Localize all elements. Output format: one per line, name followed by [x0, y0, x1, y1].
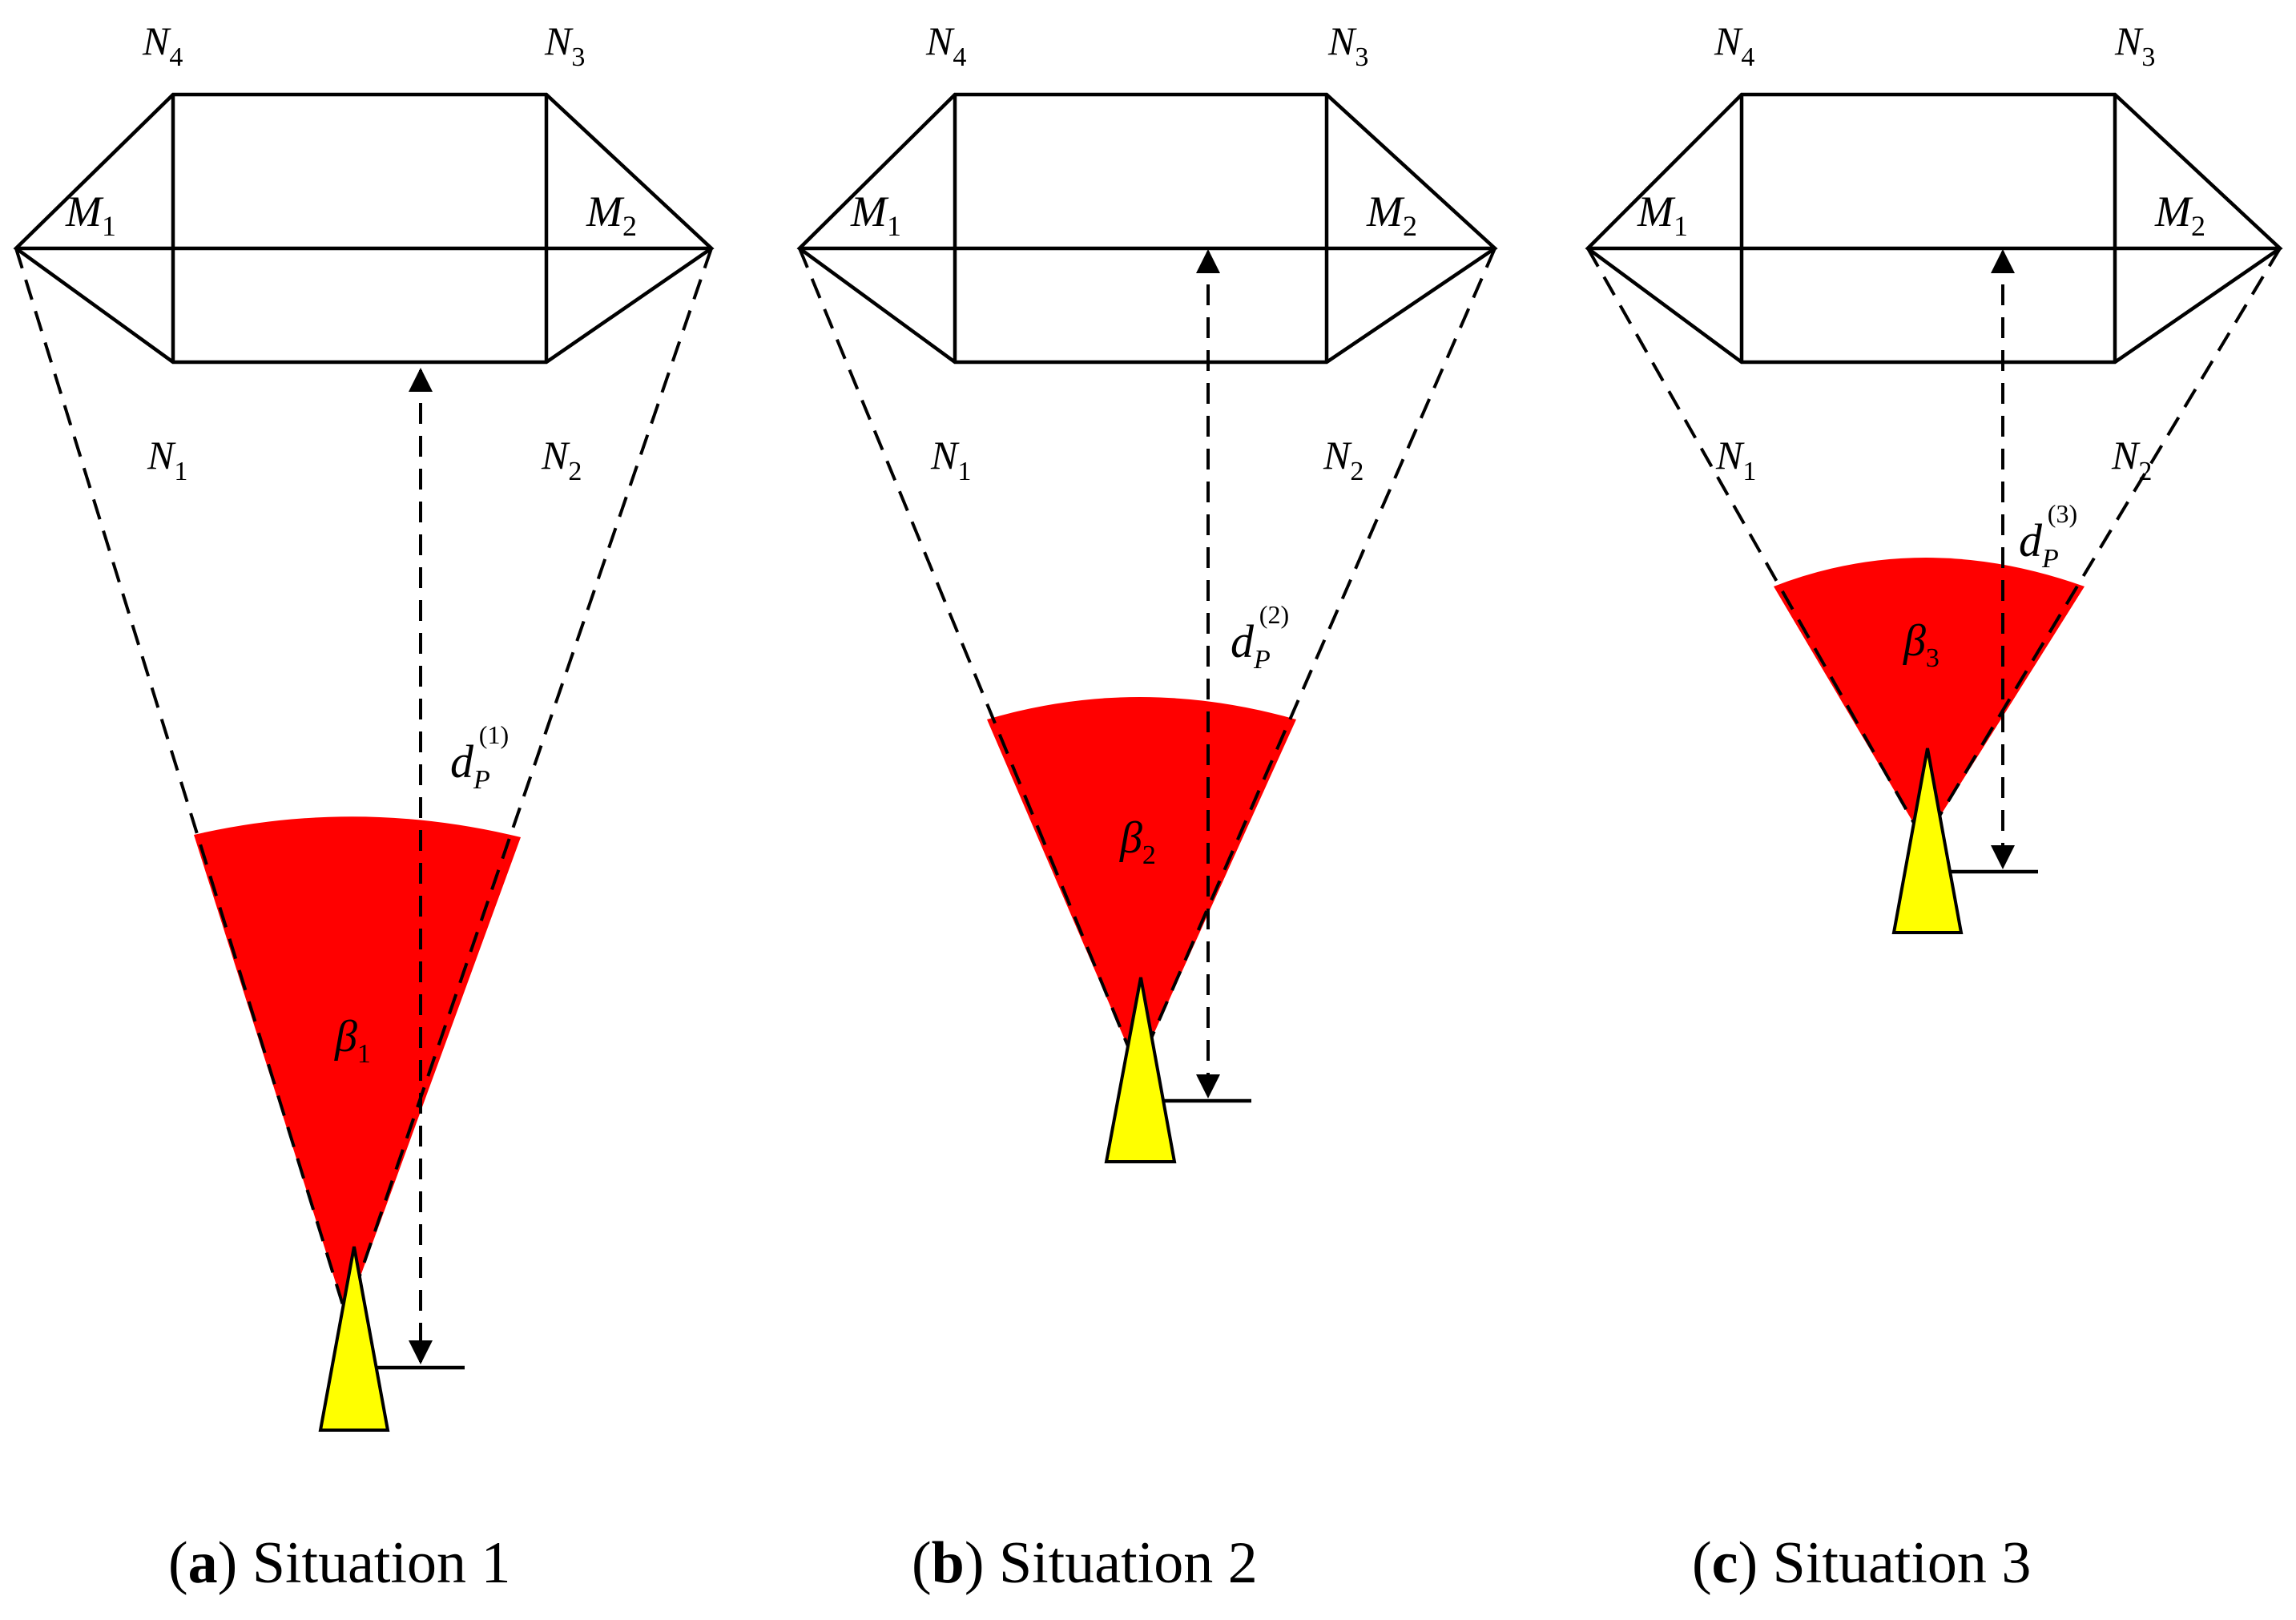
angle-label: β1 — [334, 1012, 371, 1069]
label-n2: N2 — [1323, 433, 1364, 486]
distance-label: dP(1) — [450, 720, 509, 795]
panel-c: N4 N3 M1 M2 N1 N2 β3 dP(3) (c) Situation… — [1585, 18, 2283, 1596]
distance-label: dP(2) — [1231, 600, 1289, 675]
distance-label: dP(3) — [2019, 499, 2077, 574]
caption: (a) Situation 1 — [168, 1530, 511, 1596]
label-m1: M1 — [65, 187, 116, 242]
label-n2: N2 — [541, 433, 582, 486]
ship-icon — [318, 1246, 390, 1432]
panel-a: N4 N3 M1 M2 N1 N2 β1 dP(1) (a) Situation… — [13, 18, 715, 1596]
label-m2: M2 — [586, 187, 637, 242]
label-m1: M1 — [1637, 187, 1688, 242]
angle-label: β3 — [1903, 616, 1940, 673]
label-n2: N2 — [2111, 433, 2152, 486]
tangent-line-left — [14, 248, 348, 1316]
tangent-line-left — [1586, 248, 1926, 842]
label-n4: N4 — [142, 18, 183, 72]
label-n3: N3 — [544, 18, 585, 72]
tangent-line-right — [1136, 248, 1496, 1070]
caption: (b) Situation 2 — [912, 1530, 1258, 1596]
tangent-line-right — [344, 248, 713, 1316]
label-n1: N1 — [147, 433, 187, 486]
caption: (c) Situation 3 — [1692, 1530, 2031, 1596]
label-n4: N4 — [925, 18, 966, 72]
ship-icon — [1891, 748, 1964, 934]
angle-label: β2 — [1119, 813, 1156, 870]
label-m2: M2 — [1366, 187, 1417, 242]
label-m2: M2 — [2154, 187, 2205, 242]
tangent-line-left — [798, 248, 1139, 1070]
ship-icon — [1104, 977, 1177, 1163]
label-n1: N1 — [1715, 433, 1756, 486]
detection-sector-arc — [194, 816, 521, 1316]
label-m1: M1 — [850, 187, 901, 242]
label-n1: N1 — [930, 433, 971, 486]
label-n3: N3 — [2114, 18, 2155, 72]
panel-b: N4 N3 M1 M2 N1 N2 β2 dP(2) (b) Situation… — [796, 18, 1498, 1596]
tangent-line-right — [1923, 247, 2282, 843]
label-n4: N4 — [1714, 18, 1754, 72]
label-n3: N3 — [1327, 18, 1368, 72]
